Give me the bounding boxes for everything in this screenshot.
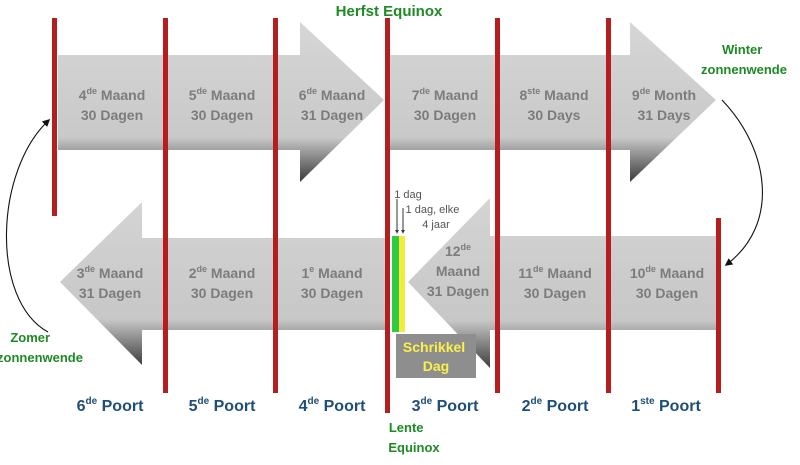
svg-text:31 Days: 31 Days [638,107,691,123]
divider-line [606,18,611,393]
month-label: 11de Maand 30 Dagen [518,264,592,301]
svg-text:30 Dagen: 30 Dagen [414,107,476,123]
month-label: 10de Maand 30 Dagen [630,264,704,301]
svg-text:3de Maand: 3de Maand [77,264,144,281]
gate-labels: 6de Poort 5de Poort 4de Poort 3de Poort 2de … [77,396,702,415]
svg-text:Schrikkel Dag: Schrikkel Dag [403,339,469,374]
month-label: 4de Maand 30 Dagen [79,86,146,123]
gate-label: 2de Poort [522,396,589,415]
divider-line [716,218,721,393]
bottom-arrows [60,198,718,368]
bottom-arrow-left [60,202,388,365]
every-four-years-note: 1 dag, elke 4 jaar [406,204,463,231]
month-label: 5de Maand 30 Dagen [189,86,256,123]
divider-line [52,18,57,216]
summer-solstice-label: Zomer zonnenwende [0,330,83,365]
summer-to-fourth-curve [5,118,51,333]
leap-day-strip [392,199,405,332]
gate-label: 5de Poort [189,396,256,415]
svg-text:9de Month: 9de Month [632,86,696,103]
svg-text:31 Dagen: 31 Dagen [79,285,141,301]
svg-text:30 Dagen: 30 Dagen [191,285,253,301]
gate-label: 6de Poort [77,396,144,415]
winter-solstice-label: Winter zonnenwende [701,42,787,77]
one-day-note: 1 dag [394,189,422,201]
month-label: 8ste Maand 30 Days [519,86,588,123]
winter-to-tenth-curve [721,99,763,266]
month-label: 2de Maand 30 Dagen [189,264,256,301]
svg-text:30 Dagen: 30 Dagen [191,107,253,123]
divider-line [495,18,500,393]
svg-text:7de Maand: 7de Maand [412,86,479,103]
svg-text:30 Days: 30 Days [528,107,581,123]
month-dividers [52,18,721,413]
top-arrow-left [58,22,384,182]
svg-text:30 Dagen: 30 Dagen [301,285,363,301]
gate-label: 3de Poort [412,396,479,415]
top-arrow-right [390,22,716,182]
svg-text:11de Maand: 11de Maand [518,264,592,281]
svg-text:30 Dagen: 30 Dagen [81,107,143,123]
svg-text:10de Maand: 10de Maand [630,264,704,281]
svg-text:30 Dagen: 30 Dagen [636,285,698,301]
svg-text:8ste Maand: 8ste Maand [519,86,588,103]
gate-label: 1ste Poort [631,396,701,415]
bottom-arrow-right [408,198,718,368]
top-arrows [58,22,716,182]
svg-text:31 Dagen: 31 Dagen [301,107,363,123]
spring-equinox-label: Lente Equinox [388,420,440,455]
month-label: 1e Maand 30 Dagen [301,264,363,301]
month-label: 9de Month 31 Days [632,86,696,123]
month-label: 3de Maand 31 Dagen [77,264,144,301]
divider-line [163,18,168,393]
svg-text:6de Maand: 6de Maand [299,86,366,103]
leap-yellow-bar [399,236,405,332]
svg-text:30 Dagen: 30 Dagen [524,285,586,301]
month-label: 6de Maand 31 Dagen [299,86,366,123]
svg-text:Maand: Maand [436,263,480,279]
svg-text:1e Maand: 1e Maand [301,264,362,281]
svg-text:2de Maand: 2de Maand [189,264,256,281]
month-label: 7de Maand 30 Dagen [412,86,479,123]
gate-label: 4de Poort [299,396,366,415]
svg-text:5de Maand: 5de Maand [189,86,256,103]
svg-text:12de: 12de [445,242,471,259]
top-month-labels: 4de Maand 30 Dagen 5de Maand 30 Dagen 6de Ma… [79,86,696,123]
leap-green-bar [392,236,399,332]
svg-text:31 Dagen: 31 Dagen [427,283,489,299]
autumn-equinox-label: Herfst Equinox [336,3,443,20]
svg-text:4de Maand: 4de Maand [79,86,146,103]
divider-line [385,18,390,413]
leap-day-box: Schrikkel Dag [396,334,476,378]
divider-line [273,18,278,393]
